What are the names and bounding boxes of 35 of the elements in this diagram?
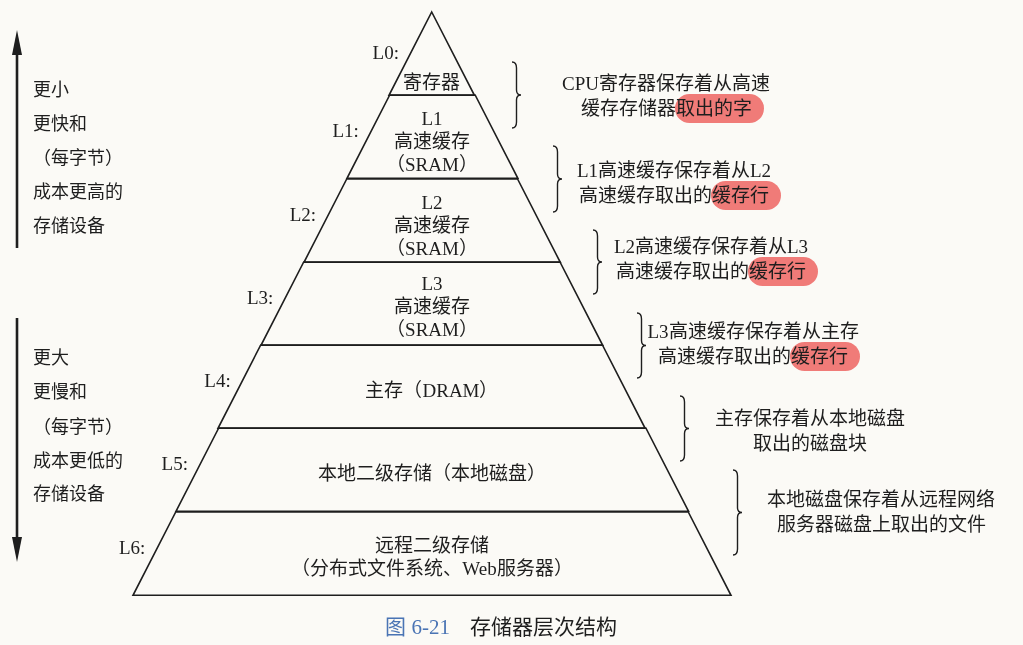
side-note: （每字节） (33, 416, 123, 439)
figure-caption: 图 6-21 存储器层次结构 (385, 614, 617, 641)
level-text: 高速缓存（SRAM） (386, 214, 478, 261)
side-note: 成本更低的 (33, 450, 123, 473)
level-text: 主存（DRAM） (365, 378, 499, 402)
level-label: L5: (161, 452, 188, 477)
side-note: 更快和 (33, 113, 87, 136)
level-label: L4: (204, 369, 231, 394)
side-note: 成本更高的 (33, 181, 123, 204)
level-label: L0: (372, 41, 399, 65)
level-text: 高速缓存（SRAM） (386, 295, 478, 342)
level-text: L3 (421, 272, 443, 296)
level-text: L1 (421, 107, 443, 131)
side-note: 更小 (33, 79, 69, 102)
annotation-text: L2高速缓存保存着从L3高速缓存取出的缓存行 (601, 234, 821, 284)
level-text: L2 (421, 191, 443, 215)
side-note: 存储设备 (33, 483, 105, 506)
level-text: 寄存器 (403, 70, 461, 94)
annotation-text: CPU寄存器保存着从高速缓存存储器取出的字 (549, 71, 783, 121)
level-label: L1: (332, 119, 359, 144)
side-note: 存储设备 (33, 215, 105, 238)
annotation-text: 本地磁盘保存着从远程网络服务器磁盘上取出的文件 (766, 488, 996, 537)
annotation-text: 主存保存着从本地磁盘取出的磁盘块 (714, 407, 906, 456)
level-label: L6: (118, 535, 146, 560)
level-label: L2: (289, 202, 317, 227)
level-label: L3: (247, 285, 274, 310)
side-note: 更慢和 (33, 381, 87, 404)
annotation-text: L3高速缓存保存着从主存高速缓存取出的缓存行 (634, 319, 872, 369)
level-text: （分布式文件系统、Web服务器） (291, 556, 573, 580)
level-text: 本地二级存储（本地磁盘） (318, 462, 546, 486)
side-note: （每字节） (33, 147, 123, 170)
side-note: 更大 (33, 347, 69, 370)
annotation-text: L1高速缓存保存着从L2高速缓存取出的缓存行 (564, 158, 784, 208)
level-text: 远程二级存储 (375, 533, 489, 557)
level-text: 高速缓存（SRAM） (386, 130, 478, 177)
